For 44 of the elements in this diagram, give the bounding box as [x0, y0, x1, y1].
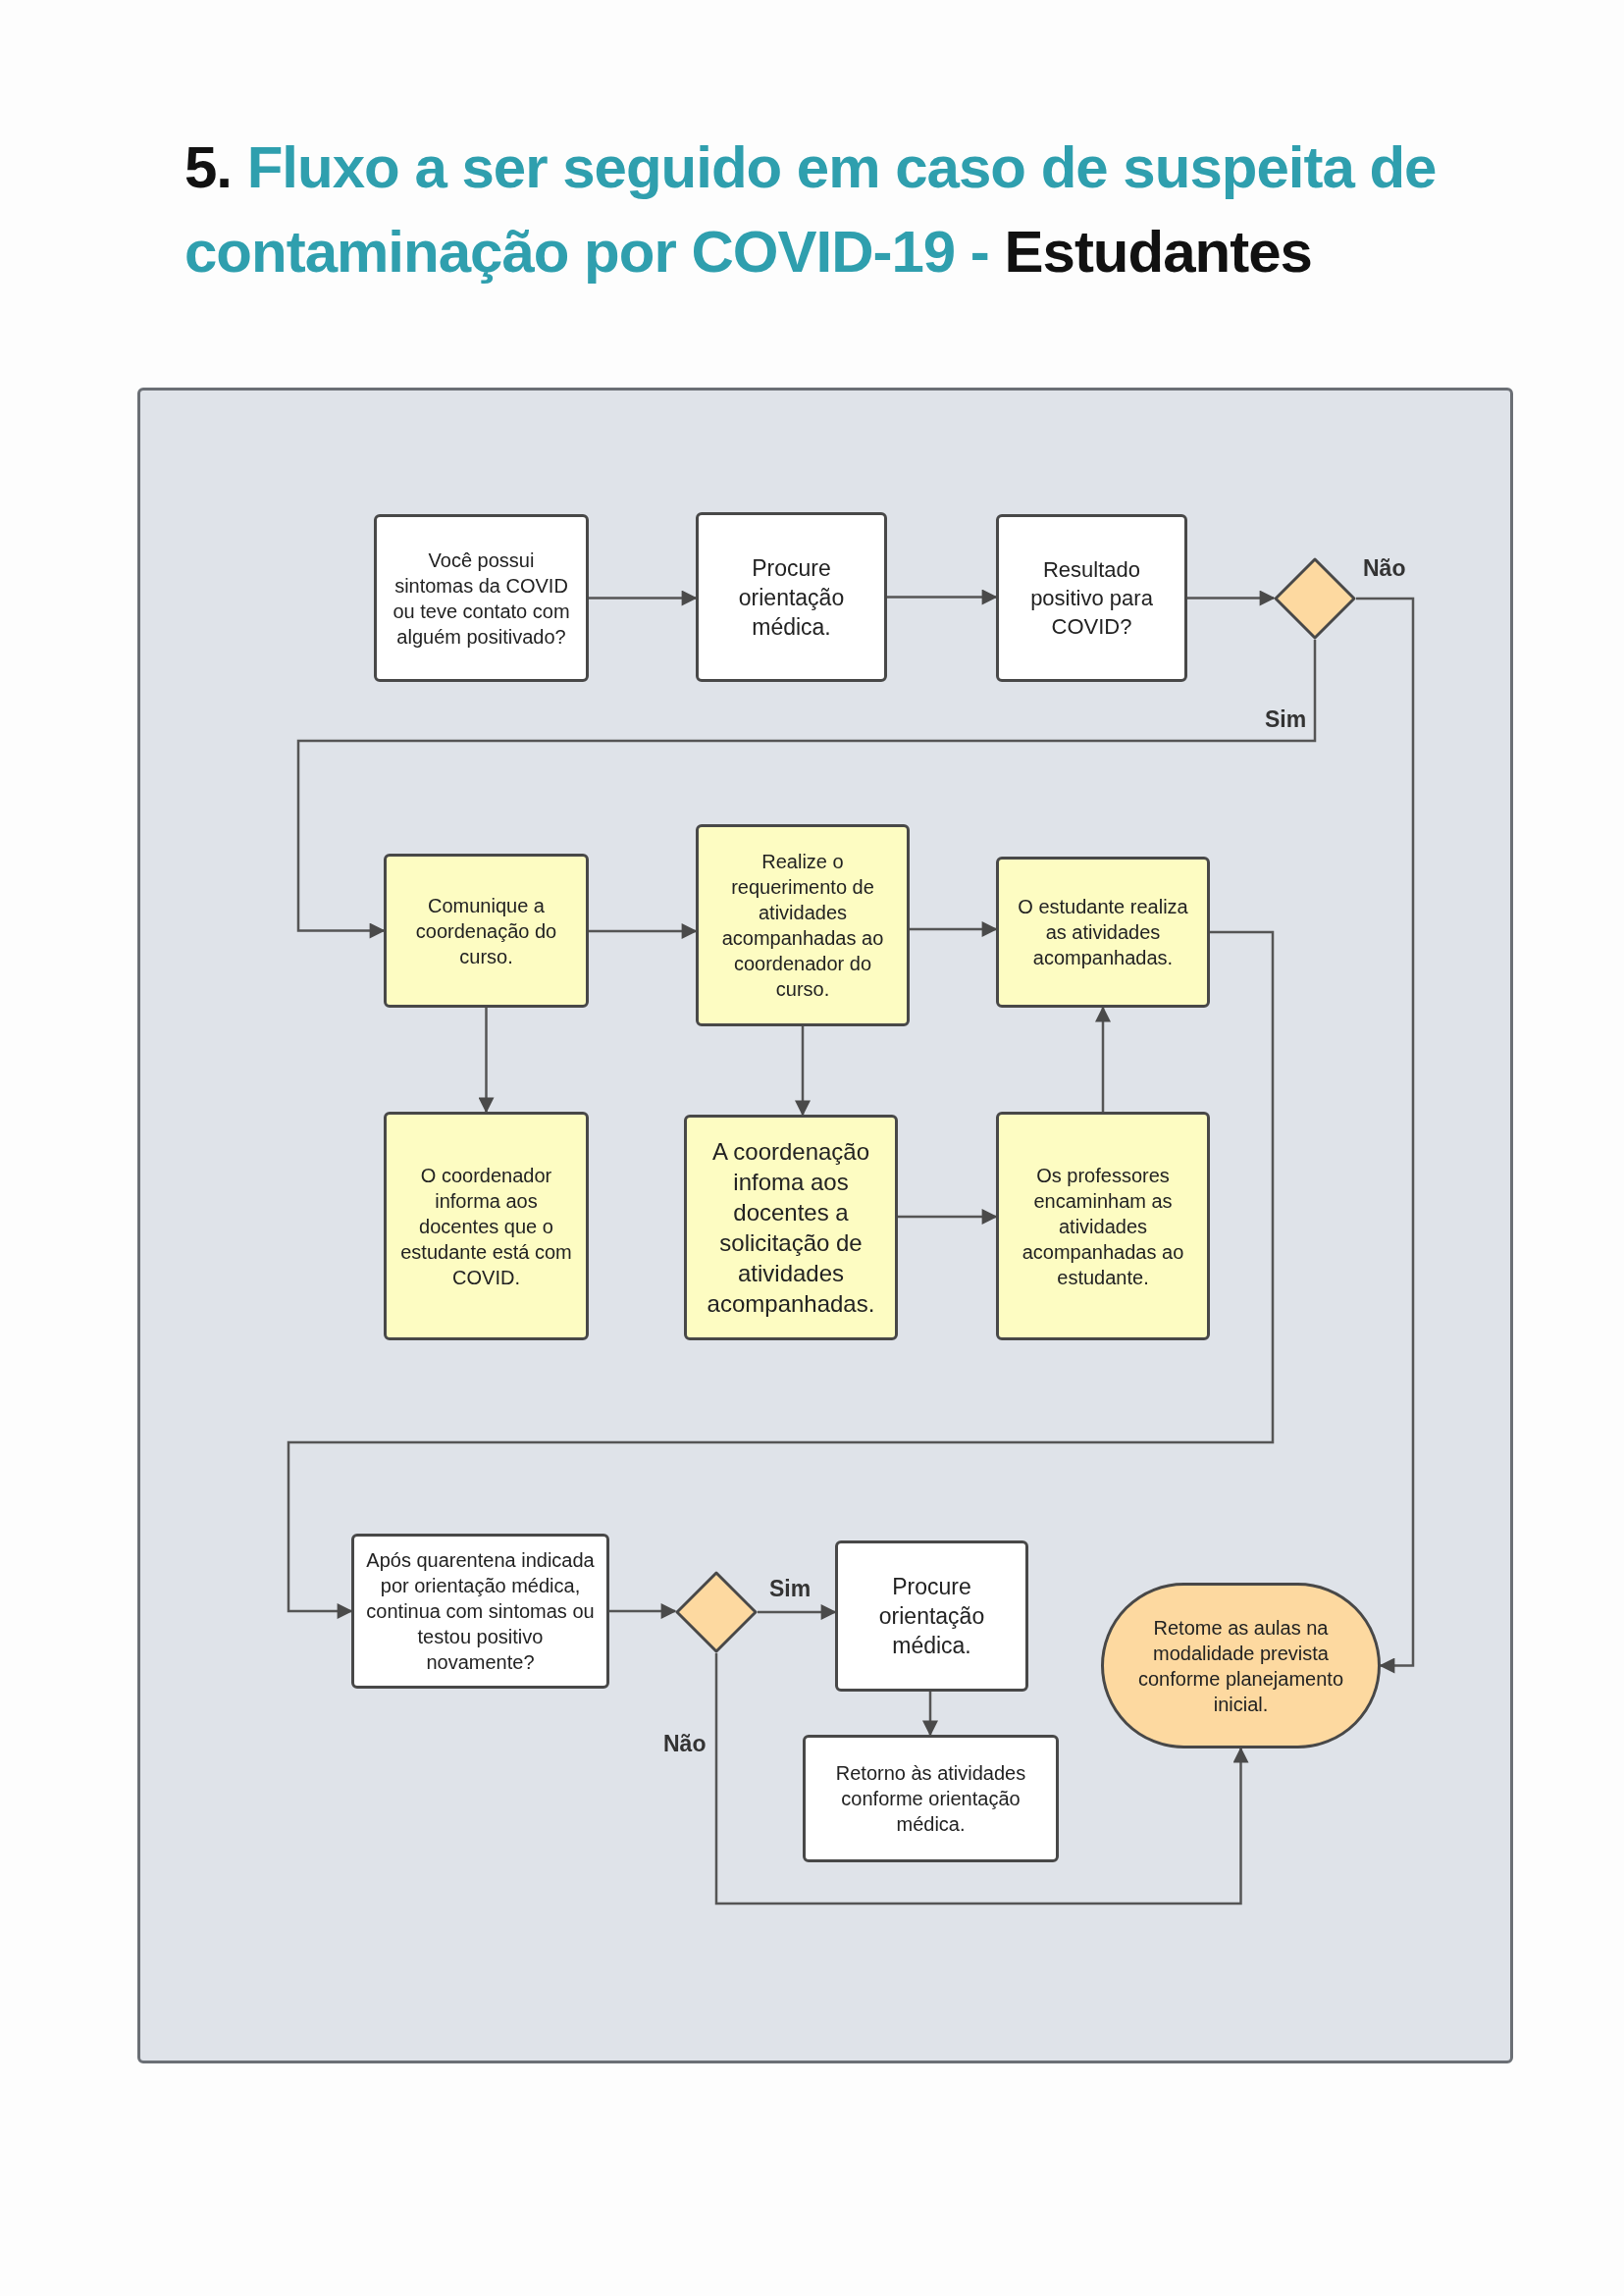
arrow: [287, 930, 1275, 1619]
process-box: [351, 1534, 609, 1689]
node-text: A coordenação infoma aos docentes a solicitação de atividades acompanhadas.: [706, 1137, 876, 1319]
node-text: Procure orientação médica.: [737, 553, 846, 642]
process-box: [374, 514, 589, 682]
node-text: Comunique a coordenação do curso.: [414, 893, 558, 969]
arrow: [296, 640, 1317, 939]
node-text: Resultado positivo para COVID?: [1029, 556, 1154, 641]
arrow: [922, 1692, 938, 1737]
decision-diamond: [675, 1571, 758, 1653]
process-box: [696, 512, 887, 682]
decision-diamond: [1274, 557, 1356, 640]
arrow: [1356, 597, 1415, 1674]
arrow: [1187, 590, 1276, 606]
process-box: [803, 1735, 1059, 1862]
node-text: Retorno às atividades conforme orientação médica.: [834, 1761, 1027, 1837]
process-box: [996, 1112, 1210, 1340]
node-text: Os professores encaminham as atividades acompanhadas ao estudante.: [1021, 1163, 1185, 1290]
process-box: [684, 1115, 898, 1340]
arrow: [795, 1026, 811, 1117]
arrow: [714, 1653, 1249, 1905]
node-text: O coordenador informa aos docentes que o estudante está com COVID.: [399, 1163, 573, 1290]
arrow: [589, 590, 698, 606]
process-box: [384, 1112, 589, 1340]
node-text: Você possui sintomas da COVID ou teve contato com alguém positivado?: [392, 548, 571, 650]
process-box: [835, 1540, 1028, 1692]
node-text: Realize o requerimento de atividades acompanhadas ao coordenador do curso.: [720, 850, 885, 1002]
node-text: O estudante realiza as atividades acompanhadas.: [1017, 895, 1189, 970]
arrow: [1095, 1006, 1111, 1112]
process-box: [696, 824, 910, 1026]
node-text: Procure orientação médica.: [877, 1573, 986, 1660]
arrow: [609, 1603, 677, 1619]
arrow: [589, 923, 698, 939]
arrow: [478, 1008, 495, 1114]
arrow: [758, 1604, 837, 1620]
arrow: [898, 1209, 998, 1225]
node-text: Retome as aulas na modalidade prevista conforme planejamento inicial.: [1137, 1615, 1344, 1717]
process-box: [996, 514, 1187, 682]
arrow: [887, 589, 998, 605]
process-box: [384, 854, 589, 1008]
arrow: [910, 921, 998, 937]
page-title: 5. Fluxo a ser seguido em caso de suspeita de contaminação por COVID-19 - Estudantes: [184, 133, 1438, 287]
node-text: Após quarentena indicada por orientação médica, continua com sintomas ou testou positivo novamente?: [365, 1548, 596, 1675]
process-box: [996, 857, 1210, 1008]
